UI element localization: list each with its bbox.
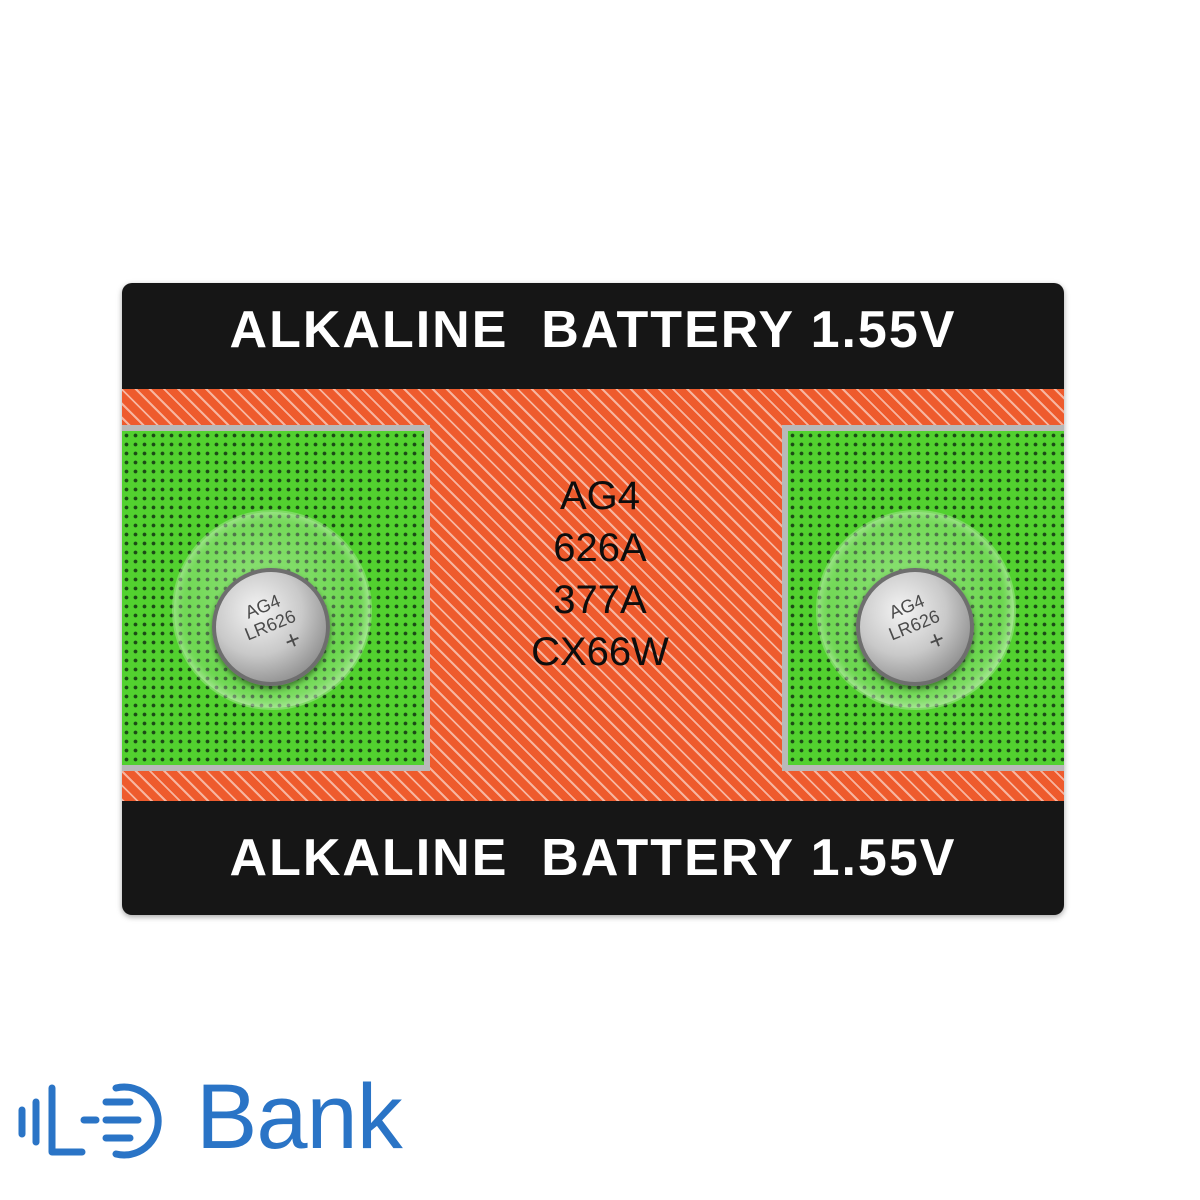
model-item: AG4 [559, 474, 641, 518]
top-banner: ALKALINE BATTERY 1.55V [229, 301, 957, 359]
left-coin-cell: AG4 LR626 + [212, 568, 330, 686]
brand-logo-icon [18, 1083, 162, 1159]
model-item: 377A [553, 578, 647, 622]
right-coin-plus-icon: + [923, 623, 950, 657]
brand-logo-text: Bank [196, 1066, 403, 1168]
left-green-panel [122, 425, 430, 771]
bottom-banner: ALKALINE BATTERY 1.55V [229, 829, 957, 887]
model-item: CX66W [531, 630, 669, 674]
right-coin-cell: AG4 LR626 + [856, 568, 974, 686]
left-coin-plus-icon: + [279, 623, 306, 657]
model-list: AG4 626A 377A CX66W [360, 470, 840, 678]
model-item: 626A [553, 526, 647, 570]
